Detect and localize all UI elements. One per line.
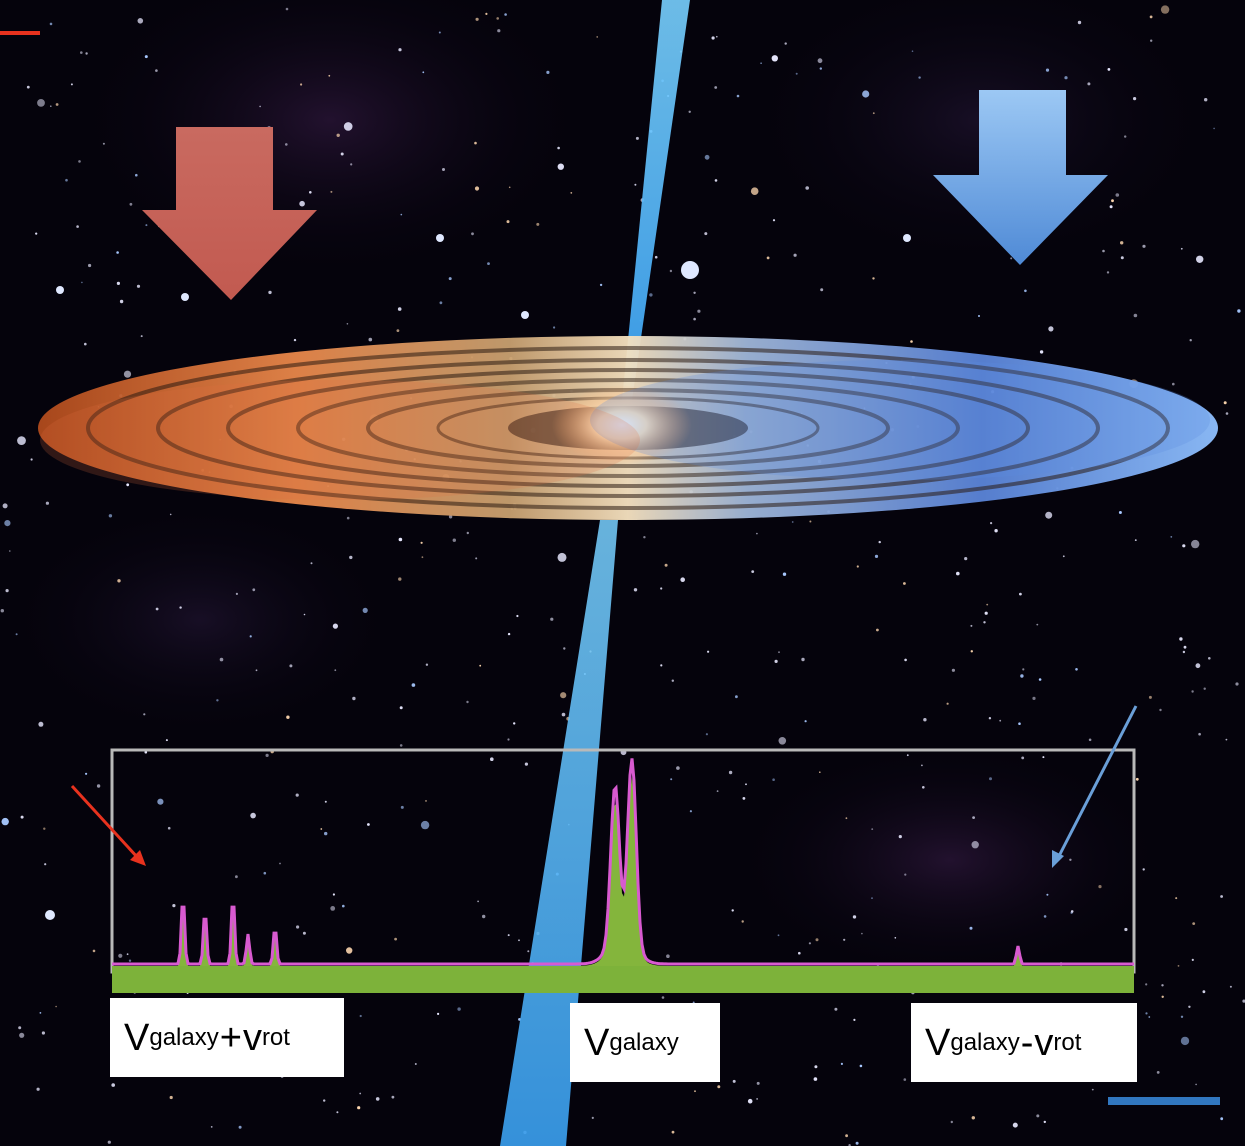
- upper-jet: [622, 0, 690, 400]
- label-right-operator: -: [1020, 1021, 1034, 1064]
- label-right-main2: v: [1034, 1021, 1054, 1064]
- emission-spectrum: [112, 758, 1134, 993]
- label-left-main2: v: [242, 1016, 262, 1059]
- label-left-main: V: [124, 1016, 150, 1059]
- label-right-main: V: [925, 1021, 951, 1064]
- label-center-main: V: [584, 1021, 610, 1064]
- down-arrow-blue-icon: [933, 90, 1108, 265]
- accretion-disk: [38, 336, 1218, 520]
- pointer-arrow-red-icon: [70, 784, 146, 866]
- label-left-operator: +: [219, 1016, 242, 1059]
- scale-bar: [1108, 1097, 1220, 1105]
- down-arrow-red-icon: [142, 127, 317, 300]
- pointer-arrow-blue-icon: [1052, 705, 1138, 868]
